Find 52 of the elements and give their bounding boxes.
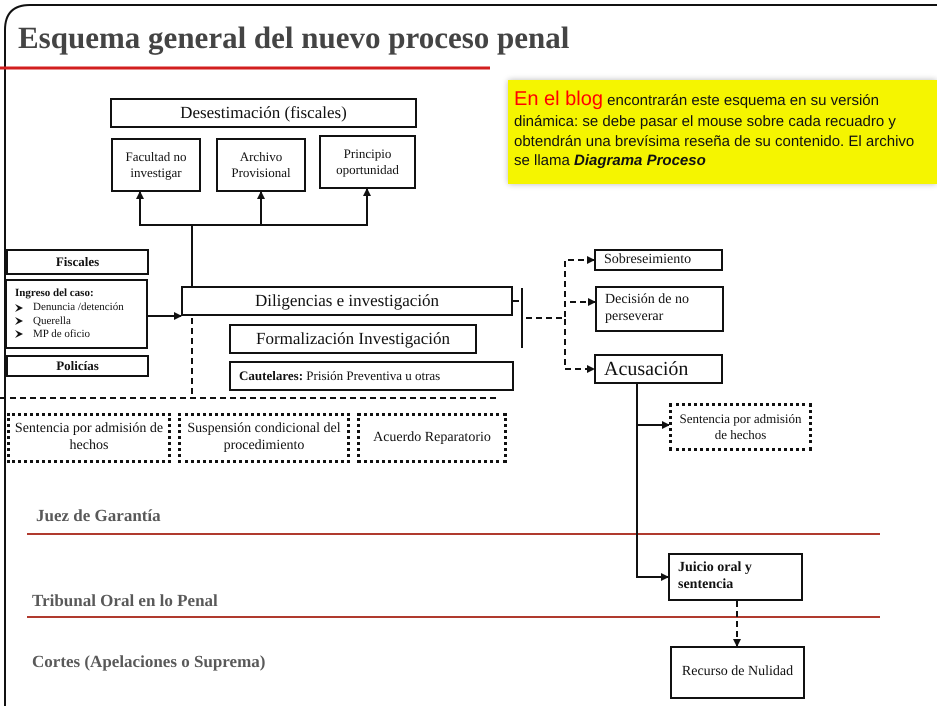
process-box — [670, 646, 805, 699]
box-label: Acusación — [604, 357, 688, 381]
process-box — [229, 361, 514, 391]
arrow — [733, 601, 741, 647]
box-label: Facultad no investigar — [124, 149, 188, 181]
box-label: Juicio oral y sentencia — [678, 560, 753, 594]
title: Esquema general del nuevo proceso penal — [18, 20, 570, 56]
box-heading: Ingreso del caso: — [15, 287, 94, 300]
process-box — [111, 138, 201, 192]
process-box — [595, 286, 724, 332]
process-box — [181, 286, 513, 316]
box-label: Recurso de Nulidad — [682, 664, 794, 681]
box-label: Formalización Investigación — [256, 328, 450, 350]
box-label: Sentencia por admisión de hechos — [14, 421, 164, 455]
outcome-box — [357, 413, 507, 463]
box-label: Decisión de no perseverar — [605, 292, 690, 326]
box-label: Diligencias e investigación — [254, 290, 440, 312]
box-label: Cautelares: Prisión Preventiva u otras — [239, 368, 440, 384]
arrow — [513, 300, 595, 373]
process-box — [110, 98, 417, 128]
box-label: Acuerdo Reparatorio — [373, 430, 491, 446]
list-item: MP de oficio — [33, 328, 90, 341]
outcome-box — [669, 403, 812, 451]
box-label: Fiscales — [56, 254, 100, 270]
box-label: Principio oportunidad — [335, 146, 400, 178]
process-box — [6, 355, 149, 377]
process-box — [5, 279, 148, 349]
box-label: Sobreseimiento — [604, 252, 692, 268]
process-box — [216, 138, 306, 192]
process-box — [229, 324, 477, 354]
box-label: Policías — [56, 358, 99, 374]
outcome-box — [7, 413, 171, 463]
arrow — [191, 188, 371, 286]
box-label: Suspensión condicional del procedimiento — [186, 421, 342, 455]
arrow — [636, 384, 669, 581]
note-box — [508, 80, 937, 184]
process-box — [594, 354, 723, 384]
process-box — [6, 249, 149, 275]
lane-label: Tribunal Oral en lo Penal — [32, 591, 218, 611]
list-item: Querella — [33, 314, 71, 328]
box-label: Desestimación (fiscales) — [180, 102, 347, 124]
process-box — [594, 249, 723, 271]
lane-label: Juez de Garantía — [36, 506, 161, 526]
box-label: Sentencia por admisión de hechos — [678, 411, 803, 443]
arrow — [148, 312, 182, 320]
process-box — [319, 135, 416, 189]
box-label: Archivo Provisional — [230, 149, 292, 181]
note-text: En el blog encontrarán este esquema en su versión dinámica: se debe pasar el mouse sobre cada recuadro y obtendrán una brevísima reseña de su contenido. El archivo se llama Diagrama Proceso — [514, 87, 916, 170]
outcome-box — [178, 413, 350, 463]
process-box — [668, 553, 803, 601]
list-item: Denuncia /detención — [33, 301, 124, 314]
lane-label: Cortes (Apelaciones o Suprema) — [32, 652, 266, 672]
